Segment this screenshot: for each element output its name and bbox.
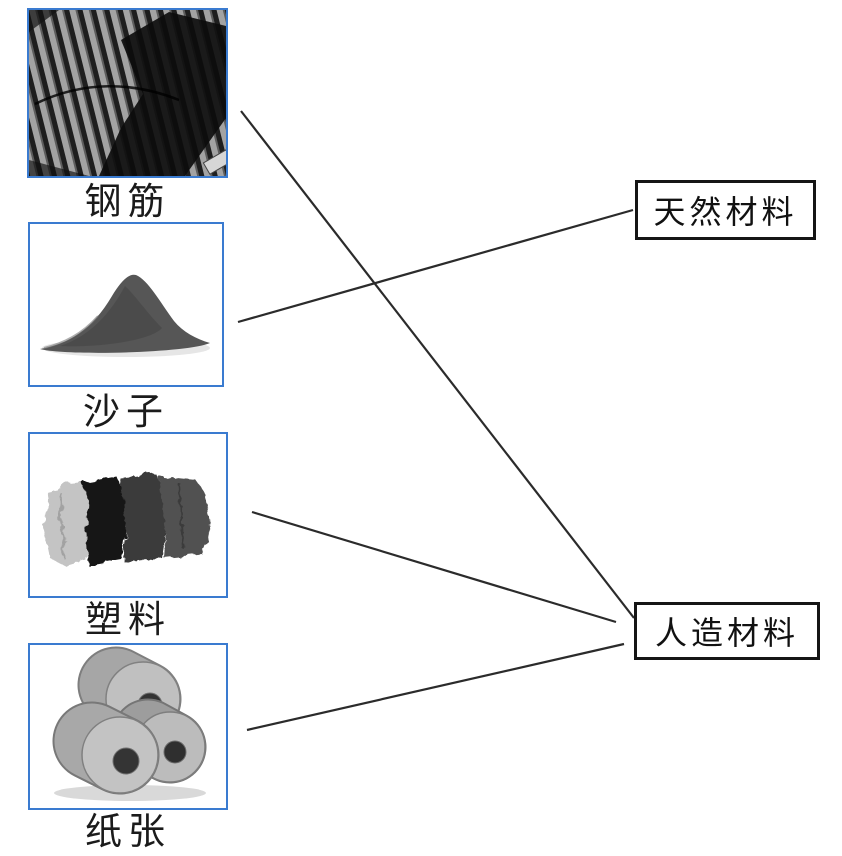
item-card-plastic bbox=[28, 432, 228, 598]
category-label-natural: 天然材料 bbox=[653, 193, 798, 231]
sand-pile-image bbox=[30, 224, 222, 385]
category-label-manmade: 人造材料 bbox=[654, 614, 799, 652]
connector-rebar-to-manmade bbox=[240, 110, 635, 619]
item-card-rebar bbox=[27, 8, 228, 178]
paper-rolls-image bbox=[30, 645, 226, 808]
item-label-plastic: 塑料 bbox=[85, 598, 171, 641]
connector-sand-to-natural bbox=[237, 208, 634, 324]
item-label-rebar: 钢筋 bbox=[84, 180, 171, 223]
item-card-sand bbox=[28, 222, 224, 387]
plastic-sheets-image bbox=[30, 434, 226, 596]
category-box-natural: 天然材料 bbox=[635, 180, 816, 240]
item-label-sand: 沙子 bbox=[83, 390, 169, 433]
category-box-manmade: 人造材料 bbox=[634, 602, 820, 660]
item-card-paper bbox=[28, 643, 228, 810]
connector-paper-to-manmade bbox=[246, 642, 625, 732]
item-label-paper: 纸张 bbox=[85, 810, 171, 853]
steel-rebar-image bbox=[29, 10, 226, 176]
connector-plastic-to-manmade bbox=[251, 510, 617, 624]
